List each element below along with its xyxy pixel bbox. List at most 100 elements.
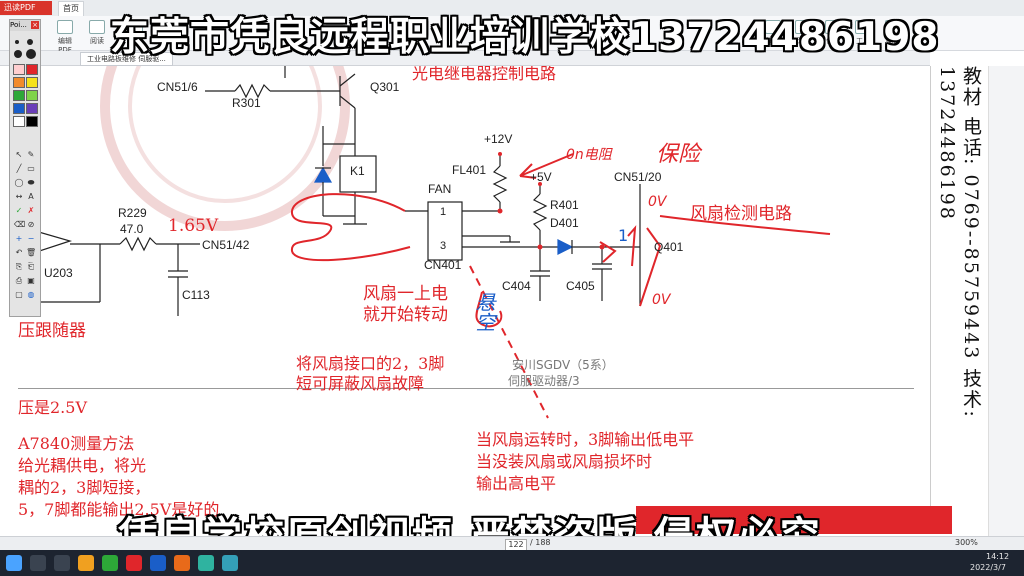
label-cn51-42: CN51/42 [202,238,250,252]
label-r401: R401 [550,198,579,212]
pen-size-large[interactable] [14,50,22,58]
label-measure-2: 给光耦供电，将光 [18,456,147,475]
ribbon-translate-button[interactable]: 翻译 [880,20,906,48]
start-icon[interactable] [6,555,22,571]
screen-icon[interactable]: ▢ [15,290,23,299]
clock-time: 14:12 [986,552,1010,561]
color-swatch-red[interactable] [26,64,38,75]
label-relay-circuit: 光电继电器控制电路 [412,66,557,83]
ribbon-annotate-button[interactable]: 注释 [122,20,148,48]
label-q401: Q401 [654,240,684,254]
app-icon[interactable] [174,555,190,571]
cross-icon[interactable]: ✗ [27,206,35,215]
label-fan-power: 风扇一上电 [363,284,448,304]
app-icon[interactable] [198,555,214,571]
ribbon-read-button[interactable]: 阅读 [84,20,110,48]
print-icon[interactable]: ⎙ [15,276,23,285]
label-k1: K1 [350,164,365,178]
app-icon[interactable] [102,555,118,571]
page-frame [18,66,914,389]
handwritten-0v-top: 0V [648,194,667,210]
stamp-watermark [100,66,350,231]
label-cn51-6: CN51/6 [157,80,198,94]
edit-icon [57,20,73,34]
app-icon[interactable] [222,555,238,571]
pen-size-small[interactable] [15,40,19,44]
label-u203: U203 [44,266,73,280]
color-swatch-purple[interactable] [26,103,38,114]
ribbon-toolbar: 编辑PDF 阅读 注释 转换 页面 保护 工具 翻译 [0,16,1024,54]
schematic-wiring [17,66,831,419]
pen-icon[interactable]: ✎ [27,150,35,159]
rectangle-icon[interactable]: ▭ [27,164,35,173]
color-swatch-white[interactable] [13,116,25,127]
label-c405: C405 [566,279,595,293]
app-icon[interactable] [126,555,142,571]
color-swatch-lightgreen[interactable] [26,90,38,101]
document-tab[interactable]: 工业电路板维修 伺服驱... [80,52,173,66]
status-bar: 122 / 188 300% [0,536,1024,551]
label-1-65v: 1.65V [168,216,219,236]
ribbon-protect-button[interactable]: 保护 [820,20,846,48]
pen-size-medium[interactable] [27,39,33,45]
right-scroll-strip[interactable] [988,66,1024,536]
handwritten-0v-bottom: 0V [652,292,671,308]
document-canvas[interactable]: CN51/6 R301 Q301 K1 光电继电器控制电路 +12V FL401… [0,66,914,550]
label-pin3: 3 [440,240,447,252]
text-icon[interactable]: A [28,192,34,201]
home-tab[interactable]: 首页 [58,1,84,16]
label-r301: R301 [232,96,261,110]
globe-icon[interactable]: ◍ [27,290,35,299]
browser-icon[interactable] [150,555,166,571]
pen-size-xlarge[interactable] [26,49,36,59]
handwritten-note: 0n电阻 [566,147,612,163]
task-view-icon[interactable] [54,555,70,571]
document-tab-bar: 工业电路板维修 伺服驱... [0,51,930,66]
annotate-icon [127,20,143,34]
undo-icon[interactable]: ↶ [15,248,23,257]
ribbon-convert-button[interactable]: 转换 [760,20,786,48]
filled-ellipse-icon[interactable]: ⬬ [27,178,35,187]
arrow-icon[interactable]: ↔ [15,192,23,201]
eraser-icon[interactable]: ⌫ [14,220,26,229]
zoom-level[interactable]: 300% [955,538,978,547]
label-pin1: 1 [440,206,447,218]
plus-icon[interactable]: + [15,234,23,243]
palette-close-button[interactable]: × [31,21,39,29]
color-swatch-yellow[interactable] [26,77,38,88]
copy-icon[interactable]: ⎘ [15,262,23,271]
app-tab[interactable]: 迅读PDF [0,1,52,15]
label-fan: FAN [428,182,452,196]
protect-icon [825,20,841,34]
label-short-pins-1: 将风扇接口的2，3脚 [296,354,445,373]
clear-icon[interactable]: ⊘ [27,220,35,229]
read-icon [89,20,105,34]
label-spin-2: 当没装风扇或风扇损坏时 [476,452,653,471]
search-icon[interactable] [30,555,46,571]
save-icon[interactable]: ▣ [27,276,35,285]
label-v25: 压是2.5V [18,398,88,417]
line-icon[interactable]: ╱ [16,164,22,173]
check-icon[interactable]: ✓ [15,206,23,215]
translate-icon [885,20,901,34]
label-r229: R229 [118,206,147,220]
minus-icon[interactable]: − [27,234,35,243]
palette-title: Poi... [10,20,40,31]
color-swatch-blue[interactable] [13,103,25,114]
pointer-icon[interactable]: ↖ [15,150,23,159]
color-swatch-pink[interactable] [13,64,25,75]
trash-icon[interactable]: 🗑 [26,248,37,257]
ribbon-tools-button[interactable]: 工具 [850,20,876,48]
color-swatch-green[interactable] [13,90,25,101]
label-c113: C113 [182,288,210,302]
edit-pdf-button[interactable]: 编辑PDF [52,20,78,54]
convert-icon [765,20,781,34]
color-swatch-black[interactable] [26,116,38,127]
color-swatch-orange[interactable] [13,77,25,88]
explorer-icon[interactable] [78,555,94,571]
annotation-tool-palette: Poi... × ↖ ✎ ╱ ▭ ◯ ⬬ ↔ A ✓ ✗ ⌫ ⊘ + − ↶ 🗑… [9,19,41,317]
ribbon-page-button[interactable]: 页面 [790,20,816,48]
paste-icon[interactable]: ⎗ [27,262,35,271]
tools-icon [855,20,871,34]
ellipse-icon[interactable]: ◯ [14,178,24,187]
